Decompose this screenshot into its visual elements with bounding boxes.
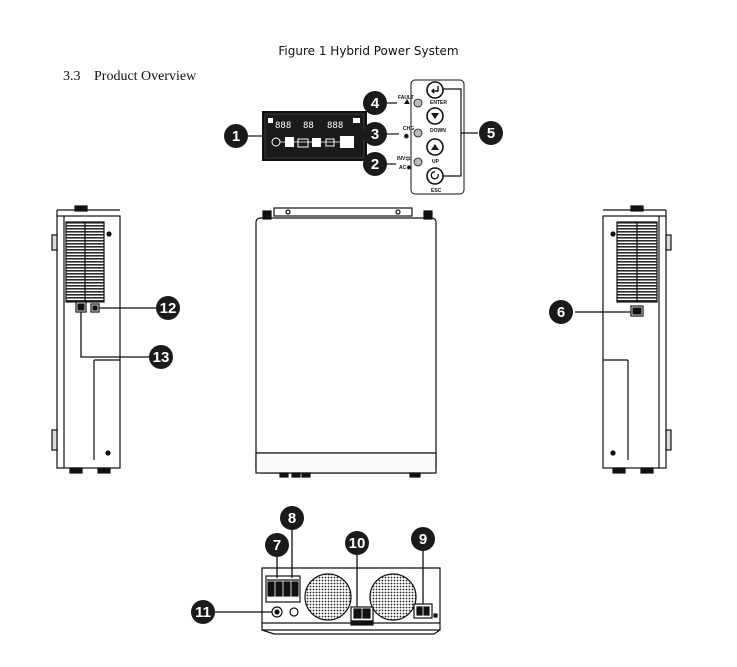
lcd-right-digits: 888 xyxy=(327,121,343,131)
callout-12: 12 xyxy=(156,296,180,320)
callout-number: 10 xyxy=(349,535,366,552)
callout-6: 6 xyxy=(549,300,573,324)
front-view xyxy=(255,207,437,478)
callout-2: 2 xyxy=(363,152,387,176)
callout-3: 3 xyxy=(363,122,387,146)
down-button[interactable] xyxy=(426,107,444,125)
callout-11: 11 xyxy=(191,600,215,624)
callout-number: 5 xyxy=(487,125,495,142)
up-button[interactable] xyxy=(426,138,444,156)
lcd-mid-digits: 88 xyxy=(303,121,314,131)
chg-label: CHG xyxy=(403,126,414,132)
esc-label: ESC xyxy=(431,188,442,194)
up-arrow-icon xyxy=(431,144,439,150)
esc-icon xyxy=(430,171,439,180)
down-arrow-icon xyxy=(431,113,439,119)
callout-number: 8 xyxy=(288,510,296,527)
section-heading: 3.3 Product Overview xyxy=(63,69,196,85)
lcd-left-digits: 888 xyxy=(275,121,291,131)
enter-label: ENTER xyxy=(430,100,447,106)
callout-4: 4 xyxy=(363,91,387,115)
callout-number: 13 xyxy=(153,349,170,366)
callout-10: 10 xyxy=(345,531,369,555)
up-label: UP xyxy=(432,159,440,165)
figure-caption: Figure 1 Hybrid Power System xyxy=(278,44,459,58)
callout-7: 7 xyxy=(265,533,289,557)
bottom-view xyxy=(261,567,441,635)
ac-icon: ✹ xyxy=(406,164,412,172)
right-side-view xyxy=(602,205,672,474)
inverter-icon: ✲ xyxy=(405,155,411,163)
down-label: DOWN xyxy=(430,128,446,134)
callout-number: 6 xyxy=(557,304,565,321)
enter-button[interactable] xyxy=(426,81,444,99)
callout-8: 8 xyxy=(280,506,304,530)
callout-1: 1 xyxy=(224,124,248,148)
callout-number: 7 xyxy=(273,537,281,554)
section-title: Product Overview xyxy=(94,69,197,84)
sun-icon: ✹ xyxy=(403,132,410,141)
callout-number: 1 xyxy=(232,128,240,145)
inv-ac-led xyxy=(413,157,423,167)
callout-number: 2 xyxy=(371,156,379,173)
inv-label: INV xyxy=(397,156,406,162)
callout-number: 9 xyxy=(419,531,427,548)
lcd-display: 888 88 888 xyxy=(262,111,367,161)
chg-led xyxy=(413,128,423,138)
fan-left xyxy=(304,573,352,621)
callout-number: 12 xyxy=(160,300,177,317)
callout-number: 3 xyxy=(371,126,379,143)
callout-9: 9 xyxy=(411,527,435,551)
esc-button[interactable] xyxy=(426,167,444,185)
callout-5: 5 xyxy=(479,121,503,145)
callout-number: 4 xyxy=(371,95,380,112)
control-panel: FAULT CHG ✹ INV ✲ AC ✹ ENTER DOWN UP ESC xyxy=(397,79,478,195)
enter-icon xyxy=(431,86,439,94)
fault-label: FAULT xyxy=(398,95,414,101)
callout-number: 11 xyxy=(195,604,211,621)
callout-13: 13 xyxy=(149,345,173,369)
section-number: 3.3 xyxy=(63,69,81,84)
warning-icon xyxy=(404,99,410,104)
fault-led xyxy=(413,98,423,108)
fan-right xyxy=(369,573,417,621)
ac-label: AC xyxy=(399,165,407,171)
left-side-view xyxy=(51,205,121,474)
